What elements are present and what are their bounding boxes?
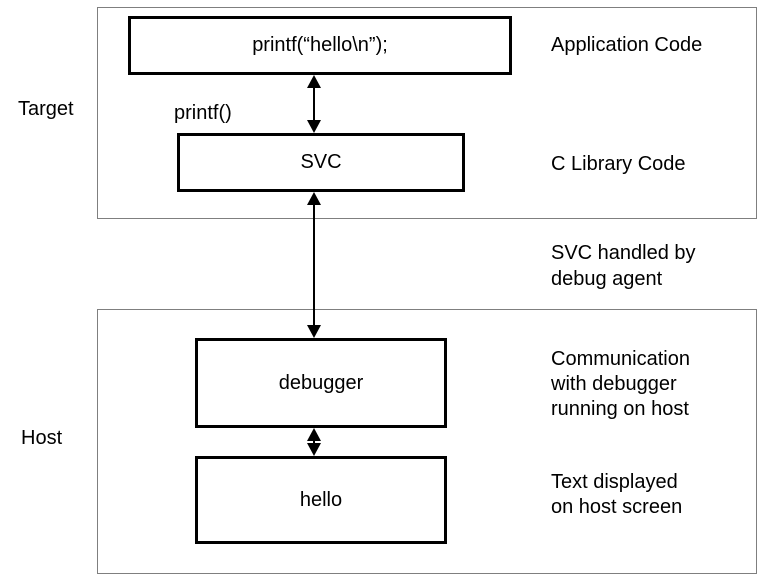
debugger-box-label: debugger (278, 371, 364, 394)
arrowhead-down-icon (306, 443, 321, 456)
arrow-shaft (312, 82, 315, 126)
hello-box: hello (195, 456, 447, 544)
arrowhead-down-icon (306, 120, 321, 133)
arrowhead-down-icon (306, 325, 321, 338)
application-code-box-label: printf(“hello\n”); (252, 34, 388, 56)
arrow-shaft (312, 435, 315, 449)
arrow-app-to-svc-icon (306, 75, 321, 133)
application-code-note: Application Code (551, 34, 703, 56)
arrow-shaft (312, 199, 315, 331)
communication-note: Communication with debugger running on h… (551, 348, 690, 420)
application-code-box: printf(“hello\n”); (128, 16, 512, 75)
host-section-label: Host (21, 427, 63, 449)
hello-box-label: hello (299, 488, 343, 511)
arrowhead-up-icon (306, 75, 321, 88)
c-library-code-note: C Library Code (551, 153, 686, 175)
arrowhead-up-icon (306, 428, 321, 441)
arrow-svc-to-debugger-icon (306, 192, 321, 338)
printf-annotation: printf() (174, 102, 232, 124)
arrowhead-up-icon (306, 192, 321, 205)
arrow-debugger-to-hello-icon (306, 428, 321, 456)
svc-handled-note: SVC handled by debug agent (551, 242, 696, 290)
target-section-label: Target (18, 98, 74, 120)
svc-box-label: SVC (300, 151, 342, 173)
svc-box: SVC (177, 133, 465, 192)
text-displayed-note: Text displayed on host screen (551, 471, 683, 518)
debugger-box: debugger (195, 338, 447, 428)
